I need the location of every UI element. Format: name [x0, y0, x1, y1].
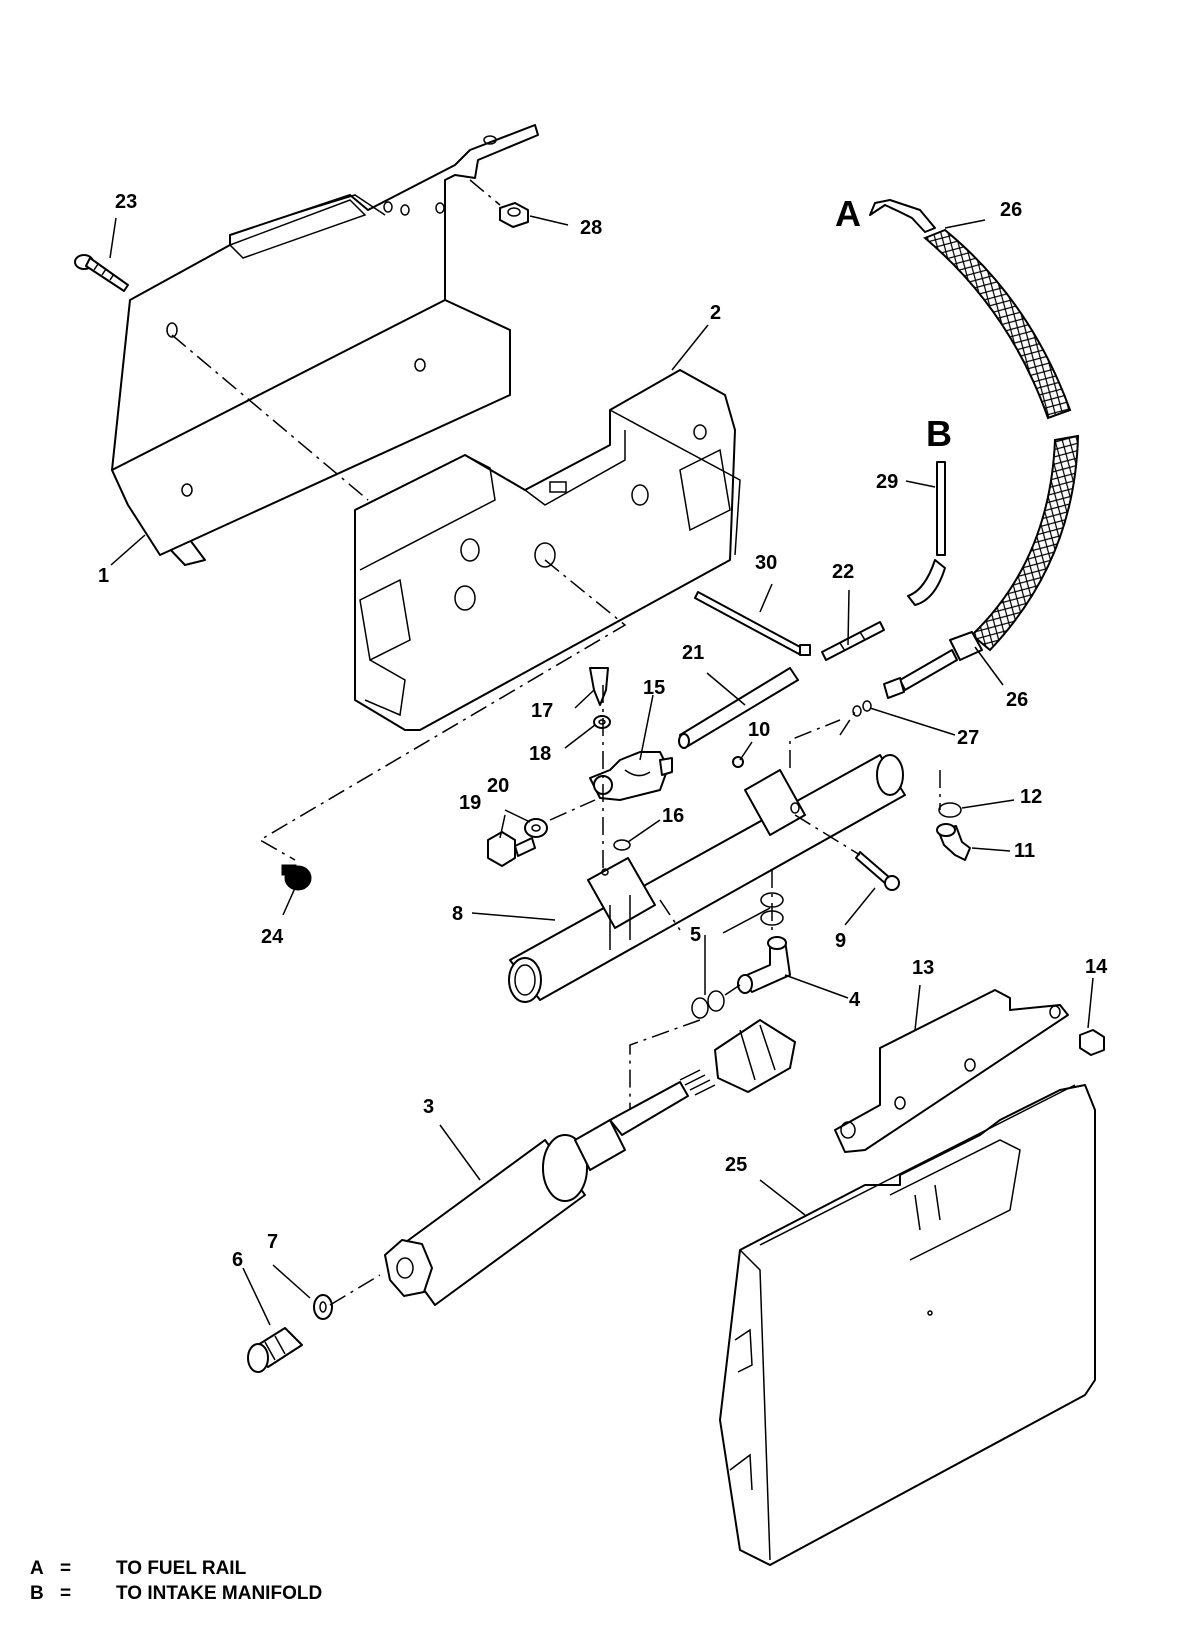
callout-15: 15 — [643, 677, 666, 699]
nipple-part-22 — [821, 621, 885, 661]
callout-20: 20 — [487, 775, 510, 797]
callout-22: 22 — [832, 561, 855, 583]
callout-13: 13 — [912, 957, 935, 979]
callout-6: 6 — [232, 1249, 244, 1271]
legend-key-b: B — [30, 1583, 44, 1604]
oring-part-12 — [938, 802, 962, 818]
pump-part-3 — [384, 1019, 796, 1306]
bolt-part-17 — [589, 667, 609, 706]
callout-10: 10 — [748, 719, 771, 741]
legend-desc-a: TO FUEL RAIL — [116, 1558, 247, 1579]
callout-23: 23 — [115, 191, 138, 213]
screw-part-9 — [855, 851, 900, 891]
box-bracket-part-2 — [354, 369, 741, 731]
callout-7: 7 — [267, 1231, 279, 1253]
legend-row-a: A = TO FUEL RAIL — [30, 1559, 246, 1578]
callout-5: 5 — [690, 924, 702, 946]
callout-21: 21 — [682, 642, 705, 664]
callout-18: 18 — [529, 743, 552, 765]
legend-row-b: B = TO INTAKE MANIFOLD — [30, 1584, 322, 1603]
screw-part-23 — [74, 254, 129, 292]
legend-eq-b: = — [60, 1583, 72, 1604]
pin-part-30 — [694, 591, 811, 656]
callout-3: 3 — [423, 1096, 435, 1118]
legend-desc-b: TO INTAKE MANIFOLD — [116, 1583, 323, 1604]
washer-part-20 — [524, 818, 548, 838]
callout-29: 29 — [876, 471, 899, 493]
callout-17: 17 — [531, 700, 554, 722]
tube-part-21 — [678, 667, 799, 749]
callout-28: 28 — [580, 217, 603, 239]
oring-part-16 — [613, 839, 631, 851]
marker-a: A — [835, 193, 861, 234]
callout-27: 27 — [957, 727, 980, 749]
plate-part-13 — [834, 989, 1069, 1153]
elbow-part-4 — [737, 936, 791, 994]
callout-30: 30 — [755, 552, 778, 574]
marker-b: B — [926, 413, 952, 454]
legend-eq-a: = — [60, 1558, 72, 1579]
alignment-lines — [171, 179, 941, 1306]
fitting-part-11 — [936, 823, 971, 861]
fuel-rail-part-8 — [508, 754, 906, 1003]
washer-part-18 — [593, 715, 611, 729]
hose-part-29 — [907, 461, 946, 606]
fitting-part-6 — [247, 1327, 303, 1373]
bracket-part-1 — [111, 124, 539, 566]
callout-11: 11 — [1014, 840, 1036, 862]
legend-key-a: A — [30, 1558, 44, 1579]
leader-lines — [109, 215, 1094, 1326]
callout-26-lower: 26 — [1006, 689, 1029, 711]
callout-4: 4 — [849, 989, 861, 1011]
orings-part-27 — [852, 700, 872, 717]
callout-1: 1 — [98, 565, 110, 587]
hose-part-26-lower — [883, 434, 1080, 699]
callout-25: 25 — [725, 1154, 748, 1176]
callout-12: 12 — [1020, 786, 1043, 808]
nut-part-14 — [1079, 1029, 1105, 1056]
callout-8: 8 — [452, 903, 464, 925]
washer-part-7 — [313, 1294, 333, 1320]
nut-part-28 — [499, 202, 529, 228]
callout-9: 9 — [835, 930, 847, 952]
callout-2: 2 — [710, 302, 722, 324]
bolt-part-24 — [281, 864, 312, 891]
callout-19: 19 — [459, 792, 482, 814]
hose-part-26-upper — [869, 199, 1072, 420]
callout-14: 14 — [1085, 956, 1108, 978]
bolt-part-19 — [487, 831, 536, 867]
callout-24: 24 — [261, 926, 284, 948]
callout-26-upper: 26 — [1000, 199, 1023, 221]
callout-16: 16 — [662, 805, 685, 827]
cover-part-25 — [719, 1084, 1096, 1566]
